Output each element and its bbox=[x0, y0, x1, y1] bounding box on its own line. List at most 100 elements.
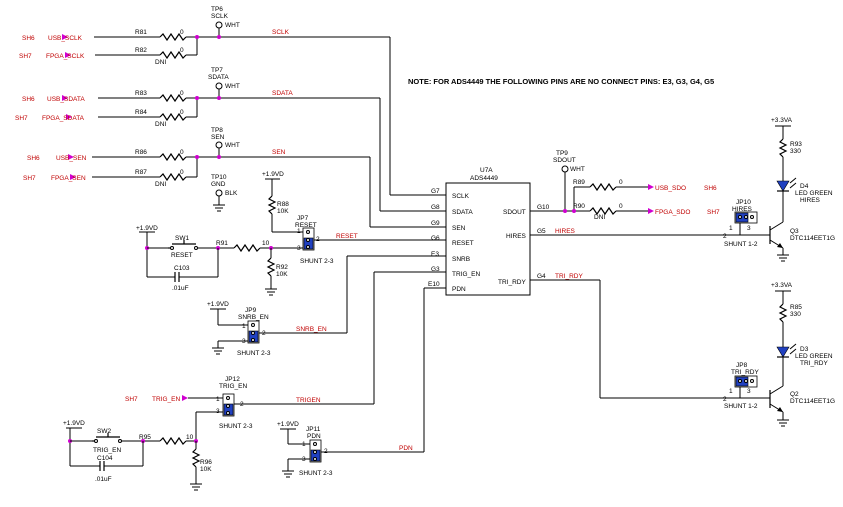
test-point-name: SDATA bbox=[208, 74, 229, 81]
resistor-ref: R81 bbox=[135, 29, 147, 36]
led-ref: D4 bbox=[800, 183, 809, 190]
capacitor-value: .01uF bbox=[172, 285, 189, 292]
port-arrow-icon bbox=[182, 395, 188, 401]
capacitor-value: .01uF bbox=[95, 476, 112, 483]
shunt-label: SHUNT 2-3 bbox=[237, 350, 271, 357]
ic-pin-number: G9 bbox=[431, 220, 440, 227]
tp10-ground-testpoint: TP10 GND BLK bbox=[211, 174, 238, 212]
resistor-value: 0 bbox=[180, 90, 184, 97]
ic-pin-name: SCLK bbox=[452, 193, 470, 200]
port-arrow-icon bbox=[62, 95, 68, 101]
resistor-value: 10K bbox=[276, 271, 288, 278]
jumper-name: HIRES bbox=[732, 206, 753, 213]
resistor-ref: R84 bbox=[135, 109, 147, 116]
port-arrow-icon bbox=[65, 52, 71, 58]
port-label: USB_SDATA bbox=[47, 96, 85, 103]
resistor-value: 0 bbox=[180, 149, 184, 156]
resistor-ref: R82 bbox=[135, 47, 147, 54]
shunt-label: SHUNT 2-3 bbox=[300, 258, 334, 265]
jumper-pin: 1 bbox=[242, 323, 246, 330]
sheet-ref-label: SH6 bbox=[27, 155, 40, 162]
sheet-ref-label: SH6 bbox=[704, 185, 717, 192]
resistor-value: 0 bbox=[180, 29, 184, 36]
sheet-ref-label: SH7 bbox=[23, 175, 36, 182]
jumper-pin: 2 bbox=[723, 396, 727, 403]
jumper-ref: JP7 bbox=[297, 215, 309, 222]
ic-pin-name: SNRB bbox=[452, 256, 470, 263]
u7a-adc-ic: U7A ADS4449 G7 SCLK G8 SDATA G9 SEN G6 R… bbox=[428, 167, 550, 296]
port-label: TRIG_EN bbox=[152, 396, 180, 403]
ic-pin-name: SDOUT bbox=[503, 209, 526, 216]
hires-led-circuit: HIRES JP10 HIRES 1 2 3 SHUNT 1-2 +3.3VA … bbox=[530, 117, 835, 262]
sheet-ref-label: SH7 bbox=[19, 53, 32, 60]
transistor-value: DTC114EET1G bbox=[790, 398, 835, 405]
resistor-value: 330 bbox=[790, 311, 801, 318]
net-label: RESET bbox=[336, 233, 358, 240]
net-label: TRIGEN bbox=[296, 397, 321, 404]
ic-pin-number: E10 bbox=[428, 281, 440, 288]
supply-label: +1.9VD bbox=[63, 420, 85, 427]
ic-pin-name: RESET bbox=[452, 240, 474, 247]
led-icon bbox=[776, 180, 790, 192]
jumper-name: TRIG_EN bbox=[219, 383, 247, 390]
snrb-jumper-circuit: +1.9VD JP9 SNRB_EN 1 2 3 SHUNT 2-3 SNRB_… bbox=[207, 255, 446, 357]
jumper-pin: 1 bbox=[302, 441, 306, 448]
test-point-ref: TP8 bbox=[211, 127, 223, 134]
test-point-color: BLK bbox=[225, 190, 238, 197]
led-value: LED GREEN bbox=[795, 353, 833, 360]
resistor-ref: R89 bbox=[573, 179, 585, 186]
led-label: HIRES bbox=[800, 197, 821, 204]
resistor-value: 10K bbox=[277, 208, 289, 215]
capacitor-ref: C103 bbox=[174, 265, 190, 272]
shunt-label: SHUNT 1-2 bbox=[724, 403, 758, 410]
resistor-value: 10K bbox=[200, 466, 212, 473]
ic-pin-number: G7 bbox=[431, 188, 440, 195]
shunt-label: SHUNT 1-2 bbox=[724, 241, 758, 248]
shunt-label: SHUNT 2-3 bbox=[219, 423, 253, 430]
resistor-value: 0 bbox=[180, 109, 184, 116]
dni-label: DNI bbox=[155, 181, 166, 188]
sheet-ref-label: SH6 bbox=[22, 96, 35, 103]
resistor-ref: R91 bbox=[216, 240, 228, 247]
port-label: FPGA_SDATA bbox=[42, 115, 85, 122]
ic-pin-number: G10 bbox=[537, 204, 550, 211]
supply-label: +1.9VD bbox=[262, 171, 284, 178]
resistor-value: 0 bbox=[180, 47, 184, 54]
test-point-color: WHT bbox=[225, 22, 240, 29]
transistor-ref: Q2 bbox=[790, 391, 799, 398]
test-point-name: SCLK bbox=[211, 13, 229, 20]
net-label: SDATA bbox=[272, 90, 293, 97]
ic-pin-number: G6 bbox=[431, 235, 440, 242]
no-connect-note: NOTE: FOR ADS4449 THE FOLLOWING PINS ARE… bbox=[408, 77, 714, 86]
trig-en-circuit: SH7 TRIG_EN JP12 TRIG_EN 1 2 3 SHUNT 2-3… bbox=[63, 271, 446, 491]
resistor-value: 10 bbox=[186, 434, 194, 441]
test-point-icon bbox=[215, 82, 223, 90]
dni-label: DNI bbox=[155, 121, 166, 128]
sheet-ref-label: SH6 bbox=[22, 35, 35, 42]
resistor-ref: R85 bbox=[790, 304, 802, 311]
resistor-value: 0 bbox=[619, 203, 623, 210]
capacitor-ref: C104 bbox=[97, 455, 113, 462]
supply-label: +1.9VD bbox=[136, 225, 158, 232]
sen-input-group: SH6 SH7 USB_SEN FPGA_SEN R86 0 R87 0 DNI… bbox=[23, 127, 446, 228]
sclk-input-group: SH6 SH7 USB_SCLK FPGA_SCLK R81 0 R82 0 D… bbox=[19, 6, 446, 196]
port-arrow-icon bbox=[62, 34, 68, 40]
jumper-name: SNRB_EN bbox=[238, 314, 269, 321]
ic-pin-name: PDN bbox=[452, 286, 466, 293]
transistor-value: DTC114EET1G bbox=[790, 235, 835, 242]
port-label: USB_SCLK bbox=[48, 35, 83, 42]
net-label: PDN bbox=[399, 445, 413, 452]
dni-label: DNI bbox=[155, 59, 166, 66]
dni-label: DNI bbox=[594, 214, 605, 221]
test-point-name: SEN bbox=[211, 134, 225, 141]
resistor-ref: R95 bbox=[139, 434, 151, 441]
sheet-ref-label: SH7 bbox=[707, 209, 720, 216]
led-value: LED GREEN bbox=[795, 190, 833, 197]
tri-rdy-led-circuit: TRI_RDY JP8 TRI_RDY 1 2 3 SHUNT 1-2 +3.3… bbox=[530, 273, 835, 427]
jumper-pin: 1 bbox=[729, 388, 733, 395]
port-label: USB_SDO bbox=[655, 185, 686, 192]
led-label: TRI_RDY bbox=[800, 360, 828, 367]
test-point-icon bbox=[215, 189, 223, 197]
switch-ref: SW2 bbox=[97, 428, 111, 435]
